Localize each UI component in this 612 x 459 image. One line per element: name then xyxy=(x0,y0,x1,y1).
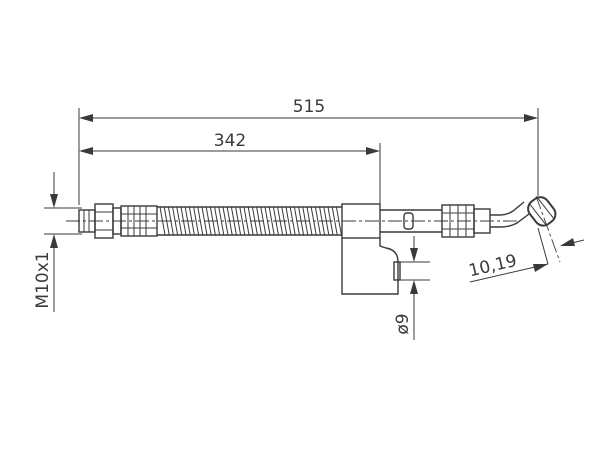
dimension-bracket-length: 342 xyxy=(79,131,381,205)
dimension-overall-length: 515 xyxy=(78,97,539,205)
overall-length-label: 515 xyxy=(293,97,325,117)
banjo-fitting xyxy=(527,196,557,227)
hose-coil-stroke xyxy=(314,206,321,236)
hose-coil-stroke xyxy=(239,206,246,236)
diameter-label: ø9 xyxy=(393,313,413,334)
hose-coil-stroke xyxy=(268,206,275,236)
right-end-fitting xyxy=(380,201,530,238)
thread-spec-label: M10x1 xyxy=(33,251,53,308)
hose-coil-stroke xyxy=(285,206,292,236)
hose-coil-stroke xyxy=(331,206,338,236)
hose-coil-stroke xyxy=(176,206,183,236)
dimension-diameter: ø9 xyxy=(393,236,418,340)
dimension-thread: M10x1 xyxy=(33,172,82,312)
banjo-centerline xyxy=(535,195,561,263)
bracket-length-label: 342 xyxy=(214,131,246,151)
dimension-banjo: 10,19 xyxy=(467,227,585,283)
hose-coil-stroke xyxy=(222,206,229,236)
hose-coil-stroke xyxy=(193,206,200,236)
